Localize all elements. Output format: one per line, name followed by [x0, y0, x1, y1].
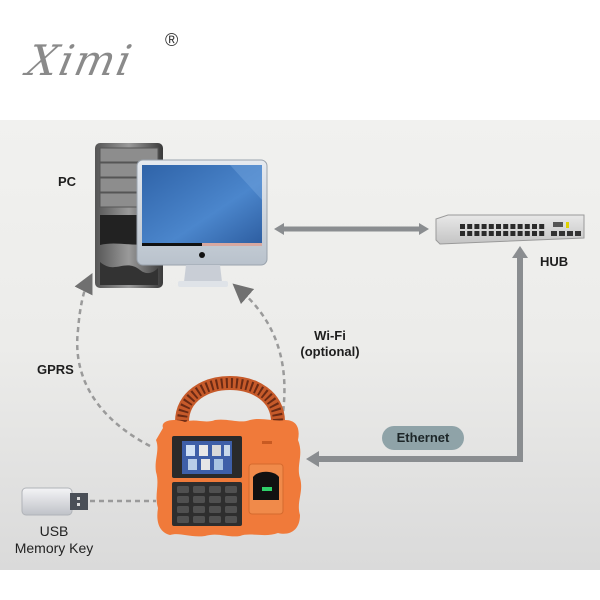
wifi-label-line2: (optional): [300, 344, 360, 359]
hub-port: [532, 231, 537, 236]
keypad-key: [225, 496, 237, 503]
hub-port: [503, 231, 509, 236]
gprs-label: GPRS: [37, 362, 74, 377]
pc-hub-link: [274, 223, 429, 235]
usb-memory-key-icon: [21, 487, 88, 516]
hub-port: [539, 231, 545, 236]
hub-port: [503, 224, 509, 229]
monitor-icon: [136, 159, 268, 287]
hub-port: [460, 224, 465, 229]
hub-switch-icon: [435, 214, 585, 245]
hub-port: [460, 231, 465, 236]
hub-port: [539, 224, 545, 229]
hub-port: [496, 224, 501, 229]
keypad-key: [177, 506, 189, 513]
hub-port: [524, 224, 530, 229]
ethernet-label: Ethernet: [382, 426, 464, 450]
hub-port: [481, 224, 487, 229]
hub-uplink-port: [559, 231, 565, 236]
keypad-key: [193, 516, 205, 523]
fingerprint-terminal-icon: [155, 419, 302, 537]
keypad-key: [209, 496, 221, 503]
hub-port: [510, 224, 516, 229]
hub-port: [474, 224, 480, 229]
keypad-key: [225, 506, 237, 513]
usb-label-line2: Memory Key: [14, 540, 94, 556]
keypad-key: [193, 486, 205, 493]
keypad-key: [177, 496, 189, 503]
gprs-link: [74, 273, 151, 448]
hub-port: [467, 224, 473, 229]
hub-port: [488, 231, 494, 236]
hub-label: HUB: [540, 254, 569, 269]
hub-port: [474, 231, 480, 236]
terminal-handle-icon: [175, 376, 285, 423]
wifi-link: [232, 283, 286, 421]
hub-port: [517, 224, 523, 229]
hub-uplink-port: [567, 231, 573, 236]
hub-port: [467, 231, 473, 236]
keypad-key: [177, 516, 189, 523]
keypad-key: [193, 496, 205, 503]
wifi-label-line1: Wi-Fi: [314, 328, 346, 343]
keypad-key: [225, 486, 237, 493]
usb-label-line1: USB: [39, 523, 69, 539]
keypad-key: [209, 506, 221, 513]
ethernet-link: [306, 246, 528, 467]
keypad-key: [225, 516, 237, 523]
keypad-key: [193, 506, 205, 513]
pc-label: PC: [58, 174, 77, 189]
hub-port: [510, 231, 516, 236]
keypad-key: [177, 486, 189, 493]
hub-port: [517, 231, 523, 236]
hub-uplink-port: [551, 231, 557, 236]
hub-port: [532, 224, 537, 229]
wifi-label: Wi-Fi (optional): [290, 328, 370, 360]
hub-port: [488, 224, 494, 229]
usb-label: USB Memory Key: [8, 523, 100, 557]
hub-uplink-port: [575, 231, 581, 236]
hub-port: [524, 231, 530, 236]
hub-port: [496, 231, 501, 236]
registered-mark: ®: [165, 30, 179, 50]
hub-port: [481, 231, 487, 236]
keypad-key: [209, 516, 221, 523]
keypad-key: [209, 486, 221, 493]
